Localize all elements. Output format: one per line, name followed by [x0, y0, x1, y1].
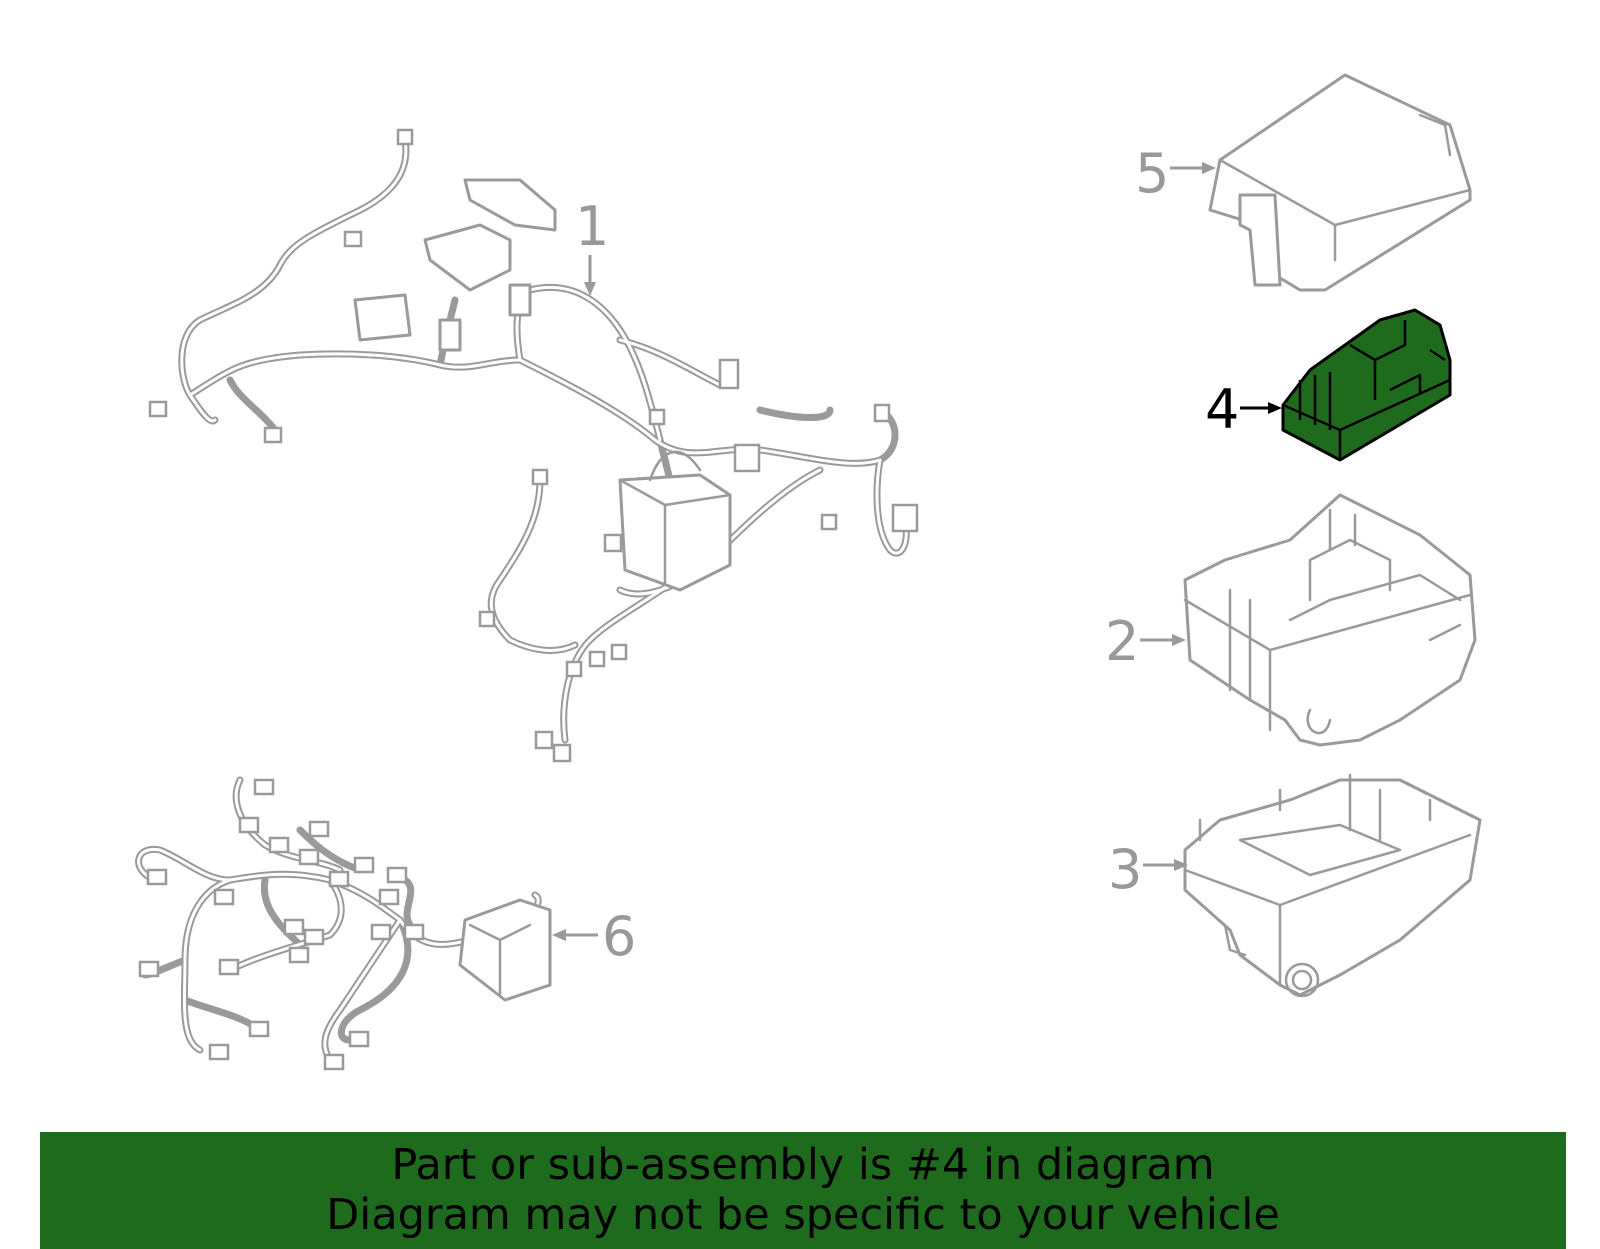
callout-6: 6 — [552, 905, 636, 968]
svg-text:6: 6 — [602, 905, 636, 968]
svg-text:3: 3 — [1108, 838, 1142, 901]
svg-text:4: 4 — [1205, 378, 1239, 441]
callout-5: 5 — [1135, 142, 1216, 205]
main-wiring-harness — [148, 128, 919, 763]
fuse-box-cover — [1208, 73, 1472, 292]
fuse-box-lower-case — [1183, 773, 1482, 998]
callout-3: 3 — [1108, 838, 1188, 901]
info-banner: Part or sub-assembly is #4 in diagram Di… — [40, 1132, 1566, 1249]
banner-line-disclaimer: Diagram may not be specific to your vehi… — [326, 1190, 1280, 1240]
callout-4: 4 — [1205, 378, 1282, 441]
svg-text:1: 1 — [575, 195, 609, 258]
fuse-block-highlighted — [1281, 308, 1452, 462]
fuse-box-housing — [1183, 493, 1477, 747]
svg-text:2: 2 — [1105, 610, 1139, 673]
svg-text:5: 5 — [1135, 142, 1169, 205]
engine-wiring-harness — [135, 776, 552, 1071]
callout-1: 1 — [575, 195, 609, 296]
callout-2: 2 — [1105, 610, 1186, 673]
banner-line-part: Part or sub-assembly is #4 in diagram — [391, 1140, 1215, 1190]
